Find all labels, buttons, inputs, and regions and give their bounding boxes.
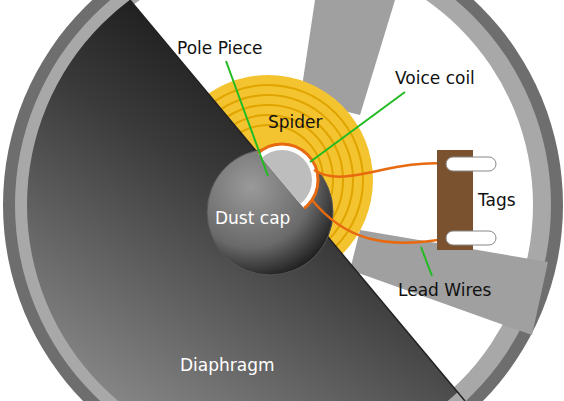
cut-line	[130, 0, 465, 401]
part-label: Dust cap	[215, 208, 290, 228]
motor	[246, 144, 318, 216]
leader-lines	[226, 61, 432, 276]
part-label: Voice coil	[395, 68, 475, 88]
diaphragm-cone	[27, 0, 539, 401]
tag-terminal	[446, 157, 496, 171]
part-label: Spider	[268, 112, 323, 132]
lead-wires	[312, 163, 450, 243]
voice-coil	[246, 144, 318, 216]
part-label: Lead Wires	[398, 280, 491, 300]
part-label: Diaphragm	[180, 355, 275, 375]
outer-rim	[3, 0, 563, 401]
tag-terminal	[446, 231, 496, 245]
part-label: Pole Piece	[177, 38, 263, 58]
frame	[15, 0, 551, 401]
part-label: Tags	[478, 190, 516, 210]
